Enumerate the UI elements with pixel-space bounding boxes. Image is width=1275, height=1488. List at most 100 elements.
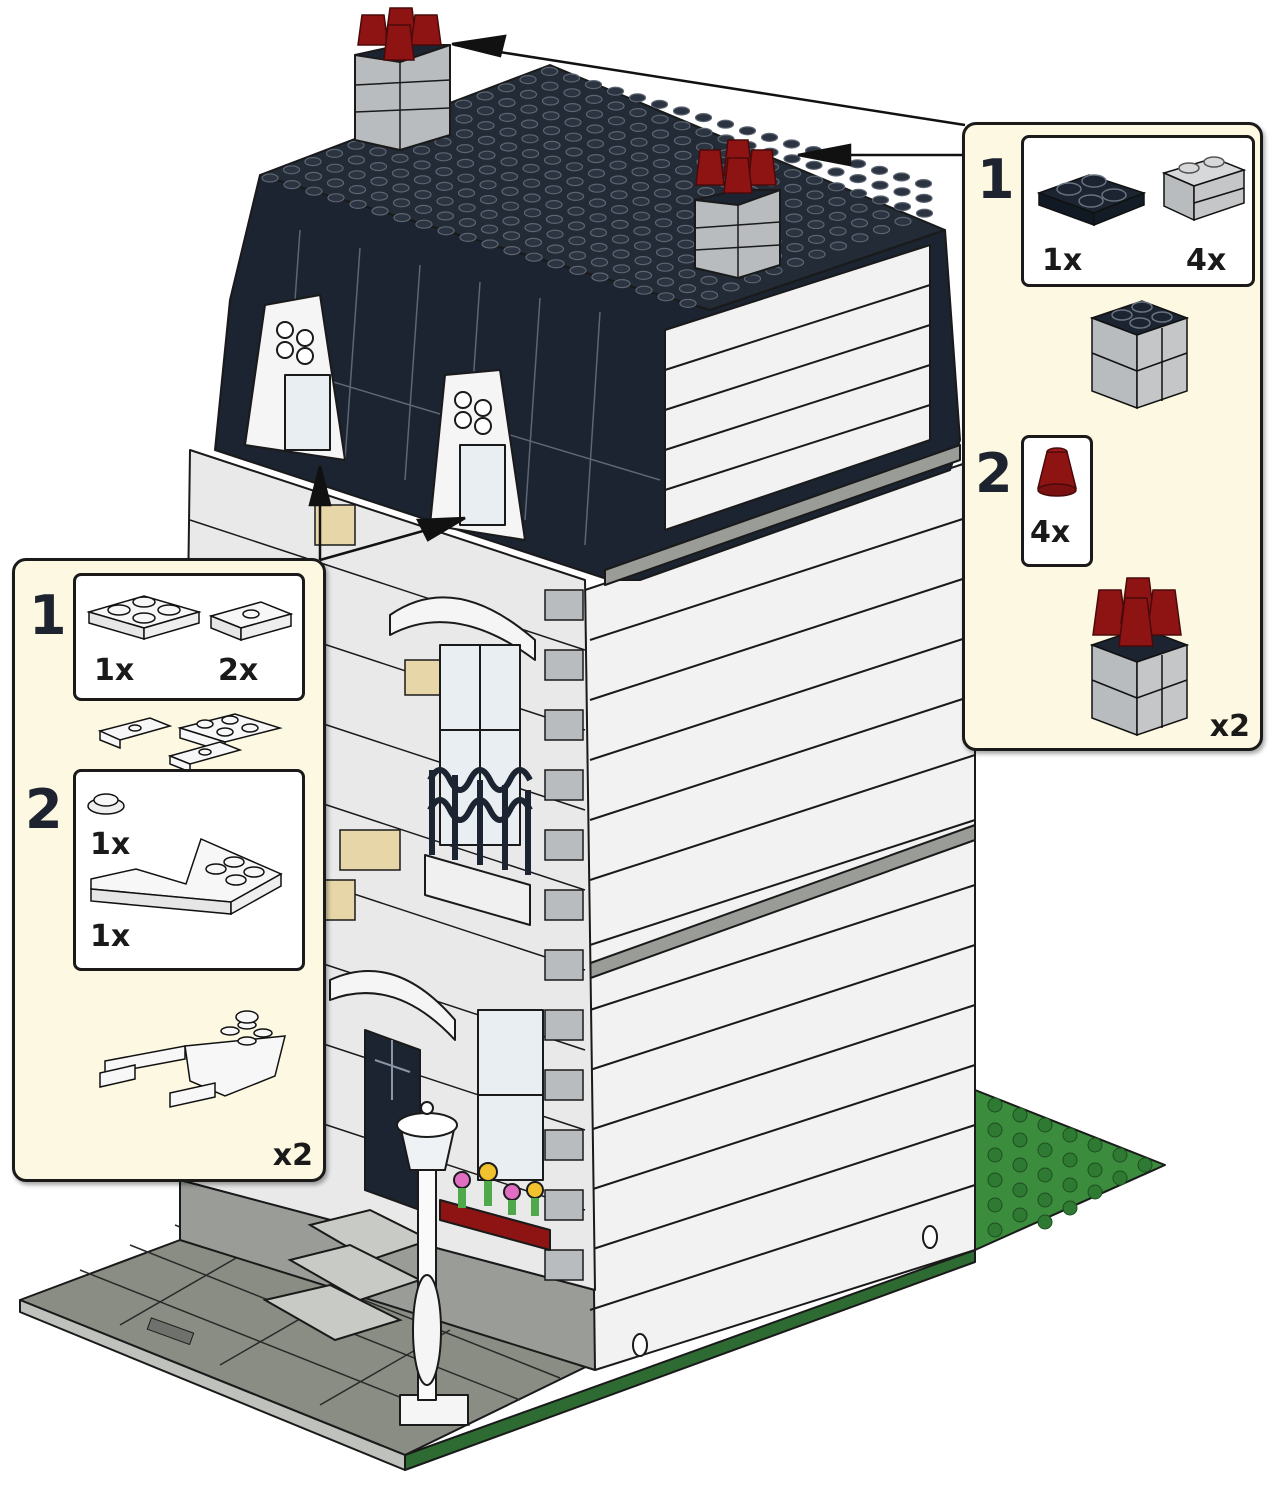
roof-stud (613, 279, 631, 289)
roof-stud (348, 170, 366, 180)
roof-stud (915, 193, 933, 203)
roof-stud (849, 174, 867, 184)
roof-stud (478, 150, 496, 160)
roof-stud (456, 144, 474, 154)
roof-stud (588, 183, 606, 193)
roof-stud (675, 195, 694, 205)
roof-stud (871, 195, 890, 205)
roof-stud (523, 208, 542, 218)
roof-stud (565, 162, 584, 172)
roof-stud (568, 236, 586, 246)
roof-stud (391, 168, 410, 178)
roof-stud (610, 205, 629, 215)
roof-stud (261, 173, 279, 183)
roof-stud (655, 247, 674, 257)
roof-stud (894, 216, 912, 226)
callout-dormer-support-assembly: 1 1x 2x 2 1x (12, 558, 326, 1182)
roof-stud (542, 126, 561, 136)
roof-stud (564, 117, 582, 128)
dormer-window-right (429, 369, 526, 541)
roof-stud (544, 170, 562, 180)
roof-stud (569, 265, 587, 275)
roof-stud (546, 229, 564, 239)
roof-stud (635, 285, 653, 295)
step-1-result-plate-assembly (97, 713, 283, 774)
roof-stud (653, 173, 671, 183)
roof-stud (591, 272, 609, 282)
dormer-window-left (244, 294, 346, 461)
roof-stud (716, 119, 735, 129)
roof-stud (850, 218, 869, 228)
roof-stud (413, 160, 431, 170)
roof-stud (478, 165, 497, 175)
roof-stud (657, 292, 675, 302)
roof-stud (501, 186, 519, 196)
roof-stud (808, 249, 826, 259)
roof-stud (545, 214, 564, 224)
roof-stud (480, 209, 498, 219)
roof-stud (655, 233, 673, 243)
roof-stud (586, 139, 605, 149)
part-quantity: 4x (1030, 515, 1071, 550)
roof-stud (499, 127, 517, 137)
roof-stud (828, 197, 846, 207)
part-quantity: 1x (90, 827, 131, 862)
roof-stud (633, 241, 652, 251)
roof-stud (521, 149, 540, 159)
roof-stud (807, 220, 825, 230)
roof-stud (477, 120, 495, 131)
roof-stud (786, 257, 805, 267)
step-number: 2 (975, 442, 1013, 505)
roof-stud (567, 221, 586, 231)
roof-stud (414, 190, 432, 200)
roof-stud (480, 224, 499, 234)
roof-stud (456, 158, 475, 168)
roof-stud (520, 119, 539, 129)
parts-list-box: 4x (1021, 435, 1093, 567)
roof-stud (652, 144, 670, 154)
roof-stud (870, 165, 889, 175)
roof-stud (632, 211, 651, 221)
chimney-left (354, 7, 451, 151)
roof-stud (326, 163, 344, 173)
roof-stud (325, 148, 344, 158)
roof-stud (370, 191, 389, 201)
roof-stud (547, 259, 565, 269)
roof-stud (673, 121, 691, 131)
step-2-result-dormer-support (99, 1010, 286, 1108)
roof-stud (369, 162, 388, 172)
roof-stud (631, 182, 650, 192)
roof-stud (567, 206, 585, 216)
roof-stud (523, 193, 541, 203)
roof-stud (783, 154, 801, 164)
roof-stud (455, 129, 474, 139)
roof-stud (326, 178, 345, 188)
roof-stud (542, 111, 560, 121)
roof-stud (349, 199, 367, 209)
part-quantity: 1x (94, 653, 135, 688)
roof-stud (785, 213, 803, 223)
roof-stud (784, 198, 803, 208)
front-steps (262, 1208, 433, 1342)
roof-stud (283, 180, 301, 190)
roof-stud (674, 165, 693, 175)
roof-stud (628, 93, 647, 103)
roof-stud (370, 176, 388, 186)
roof-stud (500, 157, 518, 167)
white-wedge-plate-icon (90, 837, 283, 916)
roof-stud (543, 140, 561, 150)
roof-stud (584, 79, 603, 90)
black-plate-2x2-icon (1036, 174, 1147, 227)
roof-stud (304, 157, 322, 167)
roof-stud (524, 237, 543, 247)
roof-stud (807, 234, 826, 244)
roof-stud (656, 262, 674, 272)
roof-stud (585, 109, 604, 119)
roof-stud (503, 246, 521, 256)
roof-stud (828, 211, 847, 221)
roof-stud (608, 145, 627, 155)
roof-stud (786, 243, 804, 253)
roof-stud (522, 178, 541, 188)
roof-stud (677, 254, 696, 264)
roof-stud (541, 81, 559, 91)
